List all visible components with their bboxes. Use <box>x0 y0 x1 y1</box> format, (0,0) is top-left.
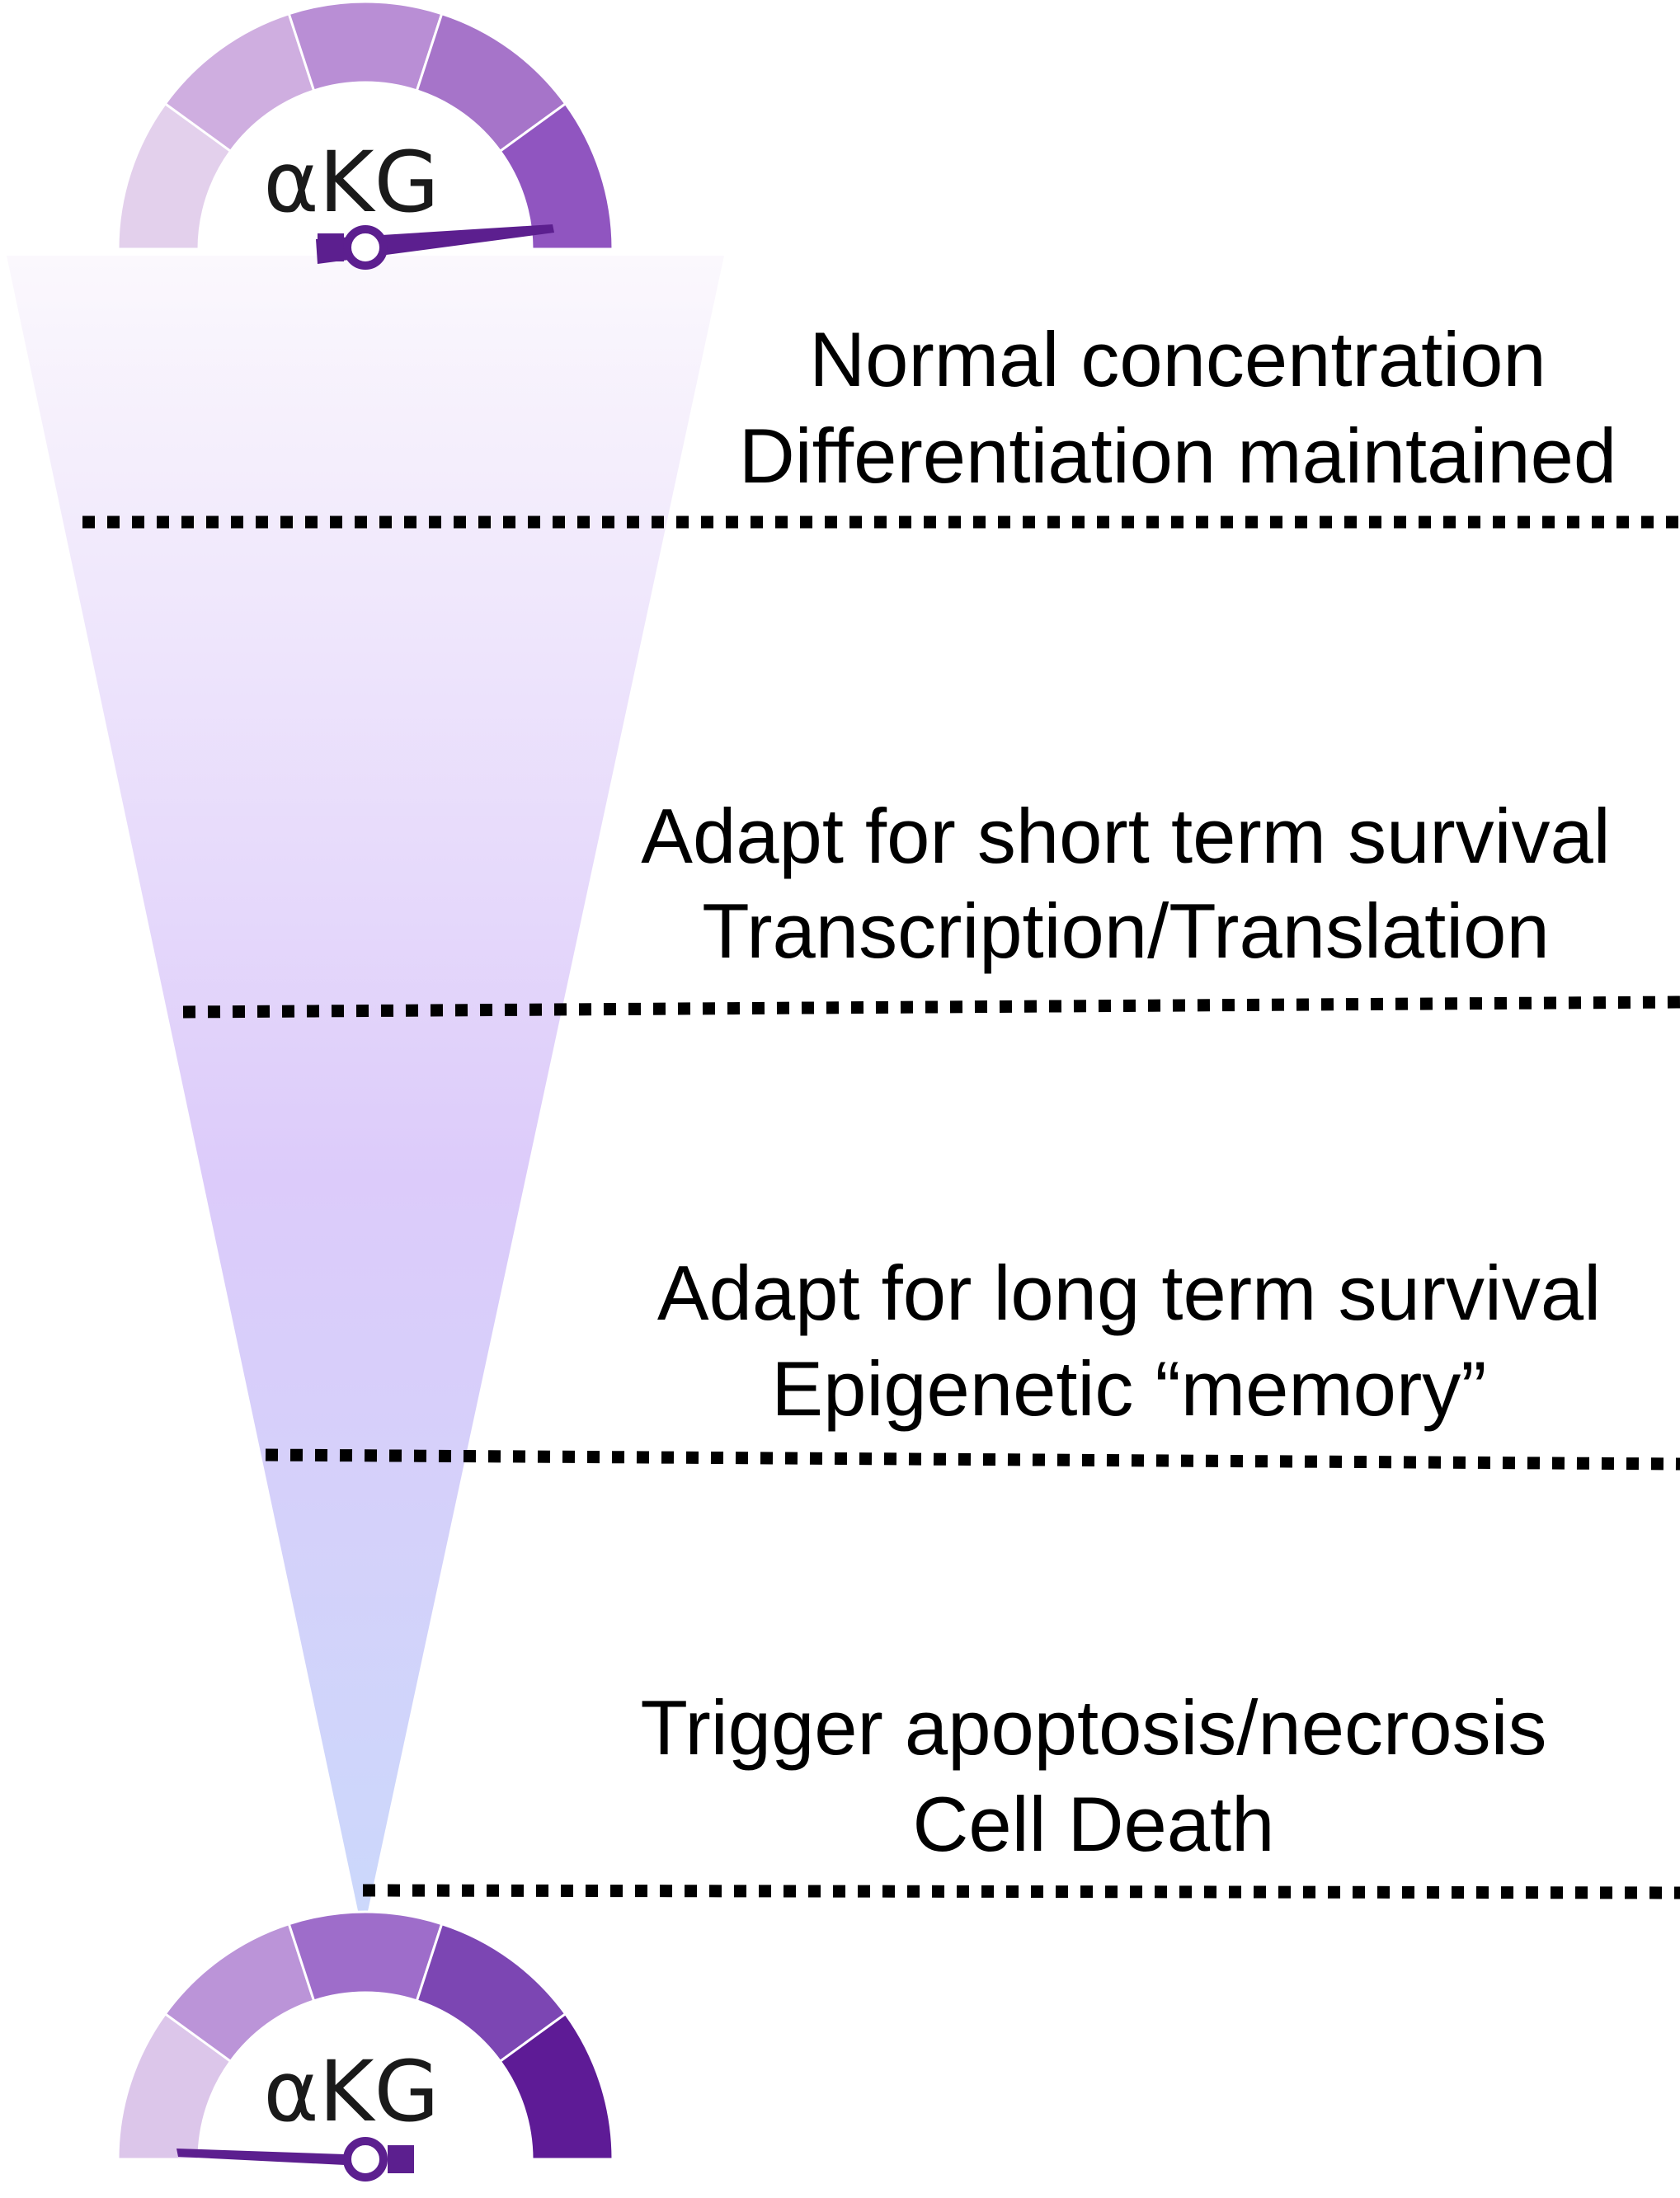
stage-2-divider <box>182 995 1680 1019</box>
stage-normal-concentration: Normal concentration Differentiation mai… <box>82 316 1680 529</box>
stage-1-line-1: Normal concentration <box>809 316 1546 402</box>
stage-2-line-2: Transcription/Translation <box>702 887 1549 974</box>
stage-2-line-1: Adapt for short term survival <box>641 793 1610 879</box>
stage-1-line-2: Differentiation maintained <box>739 412 1616 499</box>
gauge-bottom-needle <box>176 2149 345 2165</box>
gauge-bottom-needle-base <box>388 2145 414 2173</box>
stage-3-line-1: Adapt for long term survival <box>657 1250 1601 1336</box>
gauge-top-segment-5 <box>498 101 614 251</box>
gauge-bottom-label: αKG <box>263 2043 439 2141</box>
akg-gauge-top: αKG <box>116 0 614 270</box>
akg-gauge-bottom: αKG <box>116 1910 614 2182</box>
stage-4-line-2: Cell Death <box>913 1781 1275 1867</box>
gauge-bottom-segment-5 <box>498 2012 614 2161</box>
gauge-bottom-segment-3 <box>287 1910 444 2003</box>
stage-3-divider <box>265 1448 1680 1471</box>
stage-4-line-1: Trigger apoptosis/necrosis <box>641 1684 1547 1771</box>
stage-short-term-survival: Adapt for short term survival Transcript… <box>182 793 1680 1019</box>
gauge-bottom-pivot <box>343 2137 388 2182</box>
gauge-top-label: αKG <box>263 134 439 232</box>
stage-long-term-survival: Adapt for long term survival Epigenetic … <box>265 1250 1680 1471</box>
gauge-top-needle-base <box>318 233 344 261</box>
stage-3-line-2: Epigenetic “memory” <box>771 1345 1486 1432</box>
stage-cell-death: Trigger apoptosis/necrosis Cell Death <box>362 1684 1680 1899</box>
concentration-funnel <box>7 256 724 1934</box>
gauge-top-segment-3 <box>287 0 444 92</box>
gauge-top-pivot <box>343 225 388 270</box>
stage-4-divider <box>362 1884 1680 1899</box>
